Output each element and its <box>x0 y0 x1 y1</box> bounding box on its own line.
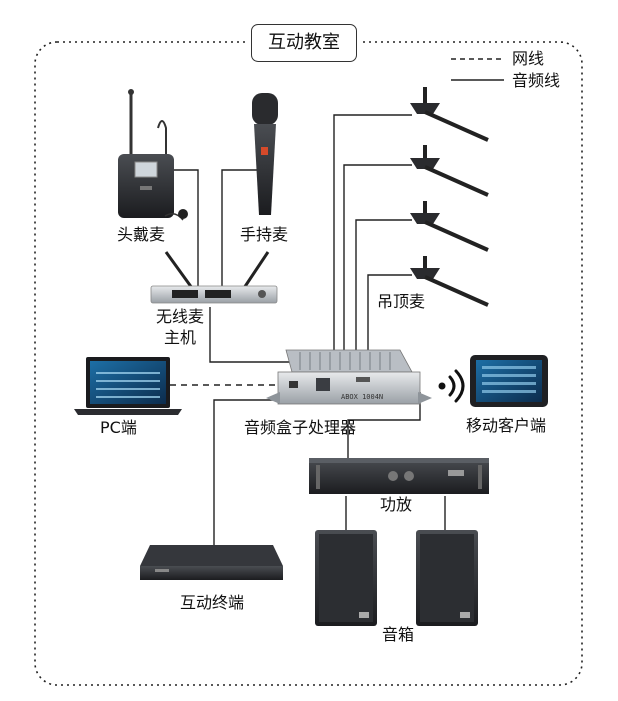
headset-mic-device <box>118 89 188 221</box>
legend-network-label: 网线 <box>512 49 545 68</box>
mobile-tablet-device <box>470 355 548 407</box>
ceiling-mic-1 <box>410 87 489 142</box>
diagram-title: 互动教室 <box>251 24 357 62</box>
ceiling-mic-2 <box>410 145 489 197</box>
handheld-mic-label: 手持麦 <box>240 225 289 244</box>
speakers-label: 音箱 <box>382 625 415 644</box>
interactive-terminal-device <box>140 545 283 580</box>
legend-audio-label: 音频线 <box>512 71 561 90</box>
pc-label: PC端 <box>100 418 137 437</box>
audio-cables <box>166 114 446 548</box>
speaker-left <box>315 530 377 626</box>
ceiling-mic-3 <box>410 201 489 252</box>
pc-laptop-device <box>74 357 182 415</box>
processor-model-label: ABOX 1004N <box>341 393 383 401</box>
handheld-mic-device <box>252 93 278 215</box>
wireless-host-device <box>150 251 278 304</box>
speaker-right <box>416 530 478 626</box>
wireless-signal-icon <box>438 369 465 403</box>
processor-label: 音频盒子处理器 <box>244 418 357 437</box>
classroom-frame <box>34 41 583 686</box>
headset-mic-label: 头戴麦 <box>117 225 166 244</box>
audio-processor-device <box>266 349 432 405</box>
mobile-client-label: 移动客户端 <box>466 416 547 435</box>
wireless-host-label-line1: 无线麦 <box>156 307 205 326</box>
terminal-label: 互动终端 <box>180 593 245 612</box>
ceiling-mic-4 <box>410 256 489 307</box>
ceiling-mic-label: 吊顶麦 <box>377 292 426 311</box>
wireless-host-label-line2: 主机 <box>164 328 197 347</box>
amplifier-label: 功放 <box>380 495 413 514</box>
amplifier-device <box>309 458 489 494</box>
